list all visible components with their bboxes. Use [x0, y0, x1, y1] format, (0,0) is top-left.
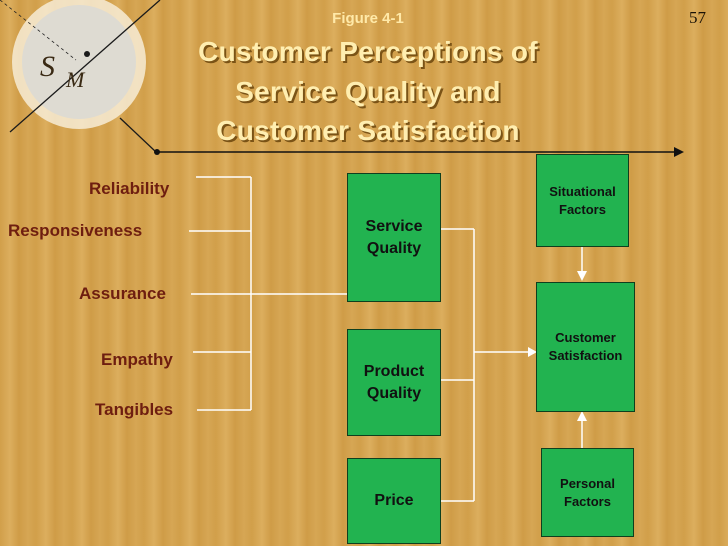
logo-inner-circle [22, 5, 136, 119]
service-quality-label: Service Quality [365, 217, 423, 257]
logo-dashed-line [0, 0, 77, 61]
service-quality-box: Service Quality [347, 173, 441, 302]
personal-factors-label: Personal Factors [560, 475, 615, 509]
header-rule-arrowhead [674, 147, 684, 157]
price-box: Price [347, 458, 441, 544]
logo-letter-m: M [66, 67, 85, 92]
customer-satisfaction-box: Customer Satisfaction [536, 282, 635, 412]
dimension-reliability: Reliability [89, 179, 170, 198]
product-quality-label: Product Quality [363, 362, 425, 402]
situational-factors-label: Situational Factors [549, 183, 616, 217]
dimension-assurance: Assurance [79, 284, 166, 303]
price-label: Price [374, 492, 414, 510]
slide-title-line-2: Service Quality and [235, 76, 501, 107]
slide-title-line-1: Customer Perceptions of [198, 36, 538, 67]
logo-letter-s: S [40, 50, 55, 83]
dimension-connectors [189, 176, 348, 411]
personal-factors-box: Personal Factors [541, 448, 634, 537]
dimension-tangibles: Tangibles [95, 400, 174, 419]
product-quality-box: Product Quality [347, 329, 441, 436]
slide-title-line-3: Customer Satisfaction [216, 115, 520, 146]
logo-short-line [119, 117, 157, 153]
determinant-connectors [440, 228, 528, 502]
figure-label: Figure 4-1 [332, 10, 404, 27]
customer-satisfaction-label: Customer Satisfaction [548, 330, 623, 363]
arrow-to-satisfaction [528, 347, 537, 357]
logo-diagonal-line [9, 0, 161, 133]
dimension-responsiveness: Responsiveness [8, 221, 143, 240]
arrow-situational-head [577, 271, 587, 281]
arrow-personal-head [577, 411, 587, 421]
dimension-empathy: Empathy [101, 350, 173, 369]
header-rule-dot [154, 149, 160, 155]
logo-dot [84, 51, 90, 57]
page-number: 57 [689, 8, 706, 27]
situational-factors-box: Situational Factors [536, 154, 629, 247]
